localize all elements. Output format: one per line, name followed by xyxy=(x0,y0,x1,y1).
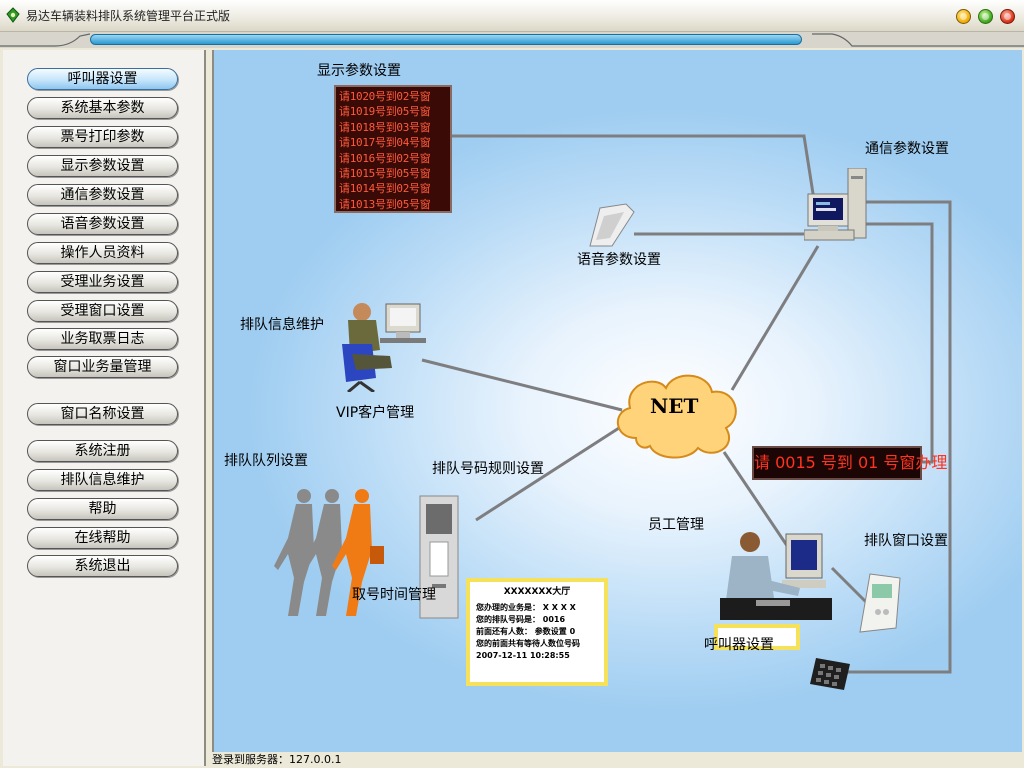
banner-progress-bar xyxy=(90,34,802,45)
keypad-caller-icon[interactable] xyxy=(810,654,852,692)
maximize-button[interactable] xyxy=(978,9,993,24)
sidebar-item-window-volume[interactable]: 窗口业务量管理 xyxy=(27,356,178,378)
ticket-line: 2007-12-11 10:28:55 xyxy=(476,651,570,660)
led-row: 请1013号到05号窗 xyxy=(339,197,431,211)
ticket-line: 前面还有人数： 参数设置 0 xyxy=(476,627,576,636)
led-display-board[interactable]: 请1020号到02号窗 请1019号到05号窗 请1018号到03号窗 请101… xyxy=(334,85,452,213)
label-queue-list[interactable]: 排队队列设置 xyxy=(224,453,308,469)
ticket-title: XXXXXXX大厅 xyxy=(503,587,571,597)
speaker-phone-icon[interactable] xyxy=(586,202,638,250)
led-row: 请1014号到02号窗 xyxy=(339,182,431,196)
sidebar-item-caller-settings[interactable]: 呼叫器设置 xyxy=(27,68,178,90)
led-row: 请1015号到05号窗 xyxy=(339,167,431,181)
sidebar-item-online-help[interactable]: 在线帮助 xyxy=(27,527,178,549)
sidebar-item-registration[interactable]: 系统注册 xyxy=(27,440,178,462)
led-row: 请1017号到04号窗 xyxy=(339,136,431,150)
label-vip-management[interactable]: VIP客户管理 xyxy=(336,405,415,421)
queue-people-icon[interactable] xyxy=(274,486,386,620)
led-row: 请1016号到02号窗 xyxy=(339,151,431,165)
sidebar-item-window-names[interactable]: 窗口名称设置 xyxy=(27,403,178,425)
sidebar-item-business-settings[interactable]: 受理业务设置 xyxy=(27,271,178,293)
sample-ticket: XXXXXXX大厅 您办理的业务是： X X X X 您的排队号码是： 0016… xyxy=(466,578,608,686)
header-banner xyxy=(0,32,1024,48)
label-net: NET xyxy=(650,394,699,418)
label-number-rules[interactable]: 排队号码规则设置 xyxy=(432,461,544,477)
sidebar-item-system-params[interactable]: 系统基本参数 xyxy=(27,97,178,119)
network-cloud-icon[interactable] xyxy=(610,366,744,462)
ticket-line: 您的排队号码是： 0016 xyxy=(476,615,566,624)
sidebar-item-window-settings[interactable]: 受理窗口设置 xyxy=(27,300,178,322)
sidebar-item-ticket-print[interactable]: 票号打印参数 xyxy=(27,126,178,148)
ticket-kiosk-icon[interactable] xyxy=(418,494,462,620)
sidebar-item-comm-settings[interactable]: 通信参数设置 xyxy=(27,184,178,206)
sidebar-item-voice-settings[interactable]: 语音参数设置 xyxy=(27,213,178,235)
caller-highlight-box xyxy=(714,624,800,650)
ticket-line: 您的前面共有等待人数位号码 xyxy=(476,639,580,648)
close-button[interactable] xyxy=(1000,9,1015,24)
led-call-banner[interactable]: 请 0015 号到 01 号窗办理 xyxy=(752,446,947,480)
sidebar: 呼叫器设置 系统基本参数 票号打印参数 显示参数设置 通信参数设置 语音参数设置… xyxy=(3,50,206,766)
label-voice-settings[interactable]: 语音参数设置 xyxy=(577,252,661,268)
window-terminal-icon[interactable] xyxy=(856,572,908,638)
sidebar-item-exit[interactable]: 系统退出 xyxy=(27,555,178,577)
label-display-settings[interactable]: 显示参数设置 xyxy=(317,63,401,79)
label-window-settings[interactable]: 排队窗口设置 xyxy=(864,533,948,549)
led-row: 请1019号到05号窗 xyxy=(339,105,431,119)
led-row: 请1020号到02号窗 xyxy=(339,90,431,103)
system-diagram: 显示参数设置 请1020号到02号窗 请1019号到05号窗 请1018号到03… xyxy=(212,50,1022,752)
label-comm-settings[interactable]: 通信参数设置 xyxy=(865,141,949,157)
led-row: 请1018号到03号窗 xyxy=(339,120,431,134)
title-bar: 易达车辆装料排队系统管理平台正式版 xyxy=(0,0,1024,32)
banner-left-curve xyxy=(0,33,90,47)
sidebar-item-display-settings[interactable]: 显示参数设置 xyxy=(27,155,178,177)
sidebar-item-help[interactable]: 帮助 xyxy=(27,498,178,520)
staff-workstation-icon[interactable] xyxy=(720,528,832,622)
network-lines xyxy=(421,134,952,674)
label-caller-settings[interactable]: 呼叫器设置 xyxy=(704,637,774,653)
window-title: 易达车辆装料排队系统管理平台正式版 xyxy=(26,9,231,23)
label-queue-info[interactable]: 排队信息维护 xyxy=(240,317,324,333)
sidebar-item-ticket-log[interactable]: 业务取票日志 xyxy=(27,328,178,350)
label-ticket-time[interactable]: 取号时间管理 xyxy=(352,587,436,603)
ticket-line: 您办理的业务是： X X X X xyxy=(476,603,576,612)
app-logo-icon xyxy=(6,7,20,23)
sidebar-item-operators[interactable]: 操作人员资料 xyxy=(27,242,178,264)
banner-right-curve xyxy=(812,33,1024,47)
label-staff-management[interactable]: 员工管理 xyxy=(648,517,704,533)
computer-icon[interactable] xyxy=(804,168,870,250)
minimize-button[interactable] xyxy=(956,9,971,24)
status-bar: 登录到服务器：127.0.0.1 xyxy=(212,752,1024,768)
operator-workstation-icon[interactable] xyxy=(332,298,428,392)
sidebar-item-queue-maintenance[interactable]: 排队信息维护 xyxy=(27,469,178,491)
